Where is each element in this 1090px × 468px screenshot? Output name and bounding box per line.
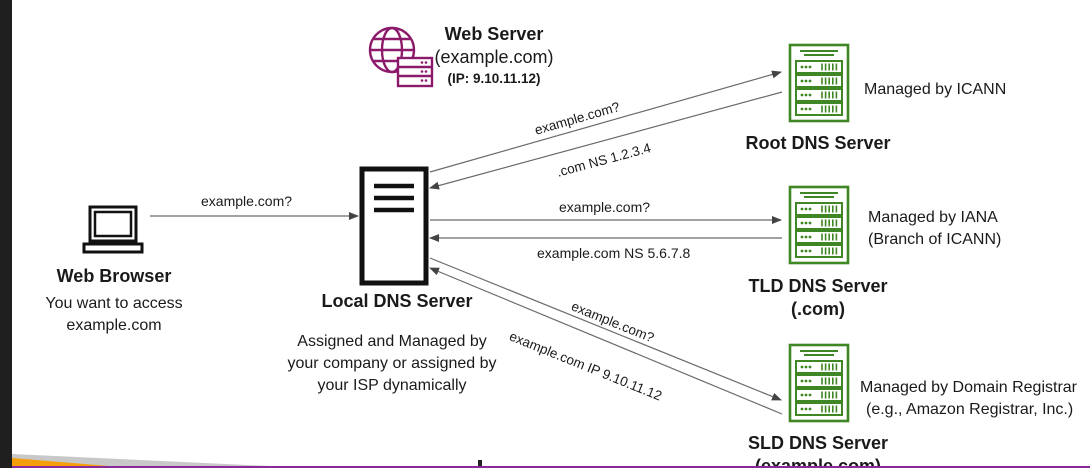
arrow-local-to-sld — [429, 257, 782, 401]
local-dns-desc-line2: your company or assigned by — [287, 355, 497, 372]
tld-managed-line1: Managed by IANA — [868, 209, 998, 226]
tld-reply-label: example.com NS 5.6.7.8 — [537, 245, 691, 261]
arrow-local-to-root — [429, 70, 782, 173]
root-dns-server-icon — [788, 41, 850, 130]
bottom-decor-band — [12, 454, 1090, 468]
local-dns-desc-line1: Assigned and Managed by — [297, 333, 487, 350]
connector-lines — [150, 70, 783, 415]
web-server-ip: (IP: 9.10.11.12) — [447, 71, 541, 86]
arrow-sld-to-local — [429, 267, 783, 415]
sld-dns-title: SLD DNS Server — [747, 433, 889, 453]
tld-dns-server-icon — [788, 183, 850, 272]
browser-desc-line1: You want to access — [45, 295, 183, 312]
browser-title: Web Browser — [56, 266, 172, 286]
root-managed-label: Managed by ICANN — [864, 81, 1007, 98]
tld-query-label: example.com? — [559, 199, 651, 215]
tld-dns-subtitle: (.com) — [791, 299, 845, 319]
browser-desc-line2: example.com — [66, 317, 162, 334]
sld-managed-line2: (e.g., Amazon Registrar, Inc.) — [866, 401, 1074, 418]
web-server-domain: (example.com) — [434, 47, 554, 67]
sld-dns-server-icon — [788, 341, 850, 430]
tld-managed-line2: (Branch of ICANN) — [868, 231, 1002, 248]
arrow-root-to-local — [429, 91, 783, 190]
local-dns-desc-line3: your ISP dynamically — [317, 377, 467, 394]
tld-dns-title: TLD DNS Server — [748, 276, 888, 296]
globe-server-icon — [368, 26, 434, 88]
sld-dns-subtitle: (example.com) — [754, 456, 882, 468]
browser-query-label: example.com? — [201, 193, 293, 209]
sld-managed-line1: Managed by Domain Registrar — [860, 379, 1077, 396]
local-server-icon — [359, 166, 429, 286]
root-dns-title: Root DNS Server — [745, 133, 891, 153]
local-dns-title: Local DNS Server — [321, 291, 473, 311]
dns-diagram: Web Server (example.com) (IP: 9.10.11.12… — [12, 0, 1090, 468]
monitor-icon — [82, 205, 144, 254]
web-server-title: Web Server — [444, 24, 544, 44]
